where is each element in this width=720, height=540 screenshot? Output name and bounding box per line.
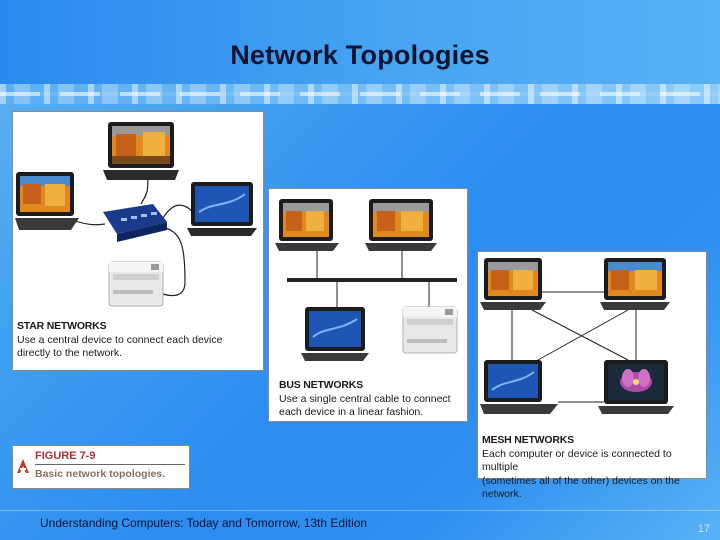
star-network-diagram bbox=[15, 122, 257, 307]
decorative-band bbox=[0, 84, 720, 104]
laptop-icon bbox=[275, 199, 339, 251]
bus-network-panel: BUS NETWORKS Use a single central cable … bbox=[268, 188, 468, 422]
printer-icon bbox=[108, 261, 164, 307]
footer-source: Understanding Computers: Today and Tomor… bbox=[40, 516, 368, 530]
laptop-icon bbox=[600, 258, 670, 310]
mesh-cables bbox=[511, 291, 637, 403]
laptop-icon bbox=[598, 360, 674, 414]
mesh-network-diagram bbox=[480, 258, 674, 414]
laptop-icon bbox=[103, 122, 179, 180]
slide-title: Network Topologies bbox=[230, 40, 490, 70]
title-bar bbox=[0, 0, 720, 84]
laptop-icon bbox=[15, 172, 79, 230]
mesh-description-line2: (sometimes all of the other) devices on … bbox=[482, 474, 680, 501]
figure-label: FIGURE 7-9 bbox=[35, 450, 96, 462]
bus-caption: BUS NETWORKS Use a single central cable … bbox=[279, 379, 451, 420]
laptop-icon bbox=[301, 307, 369, 361]
mesh-network-panel: MESH NETWORKS Each computer or device is… bbox=[477, 251, 707, 500]
star-cable-right bbox=[162, 204, 194, 219]
laptop-icon bbox=[480, 258, 546, 310]
mesh-description-line1: Each computer or device is connected to … bbox=[482, 447, 672, 474]
publisher-logo-icon bbox=[17, 459, 29, 473]
page-number: 17 bbox=[697, 523, 710, 535]
bus-description-line2: each device in a linear fashion. bbox=[279, 406, 424, 418]
bus-heading: BUS NETWORKS bbox=[279, 379, 363, 391]
printer-icon bbox=[402, 306, 458, 354]
mesh-caption: MESH NETWORKS Each computer or device is… bbox=[482, 434, 706, 502]
star-heading: STAR NETWORKS bbox=[17, 320, 107, 332]
bus-drops bbox=[316, 251, 430, 307]
laptop-icon bbox=[365, 199, 437, 251]
star-description-line2: directly to the network. bbox=[17, 347, 123, 359]
star-network-panel: STAR NETWORKS Use a central device to co… bbox=[12, 111, 264, 371]
figure-caption-box: FIGURE 7-9 Basic network topologies. bbox=[12, 445, 190, 489]
bus-description-line1: Use a single central cable to connect bbox=[279, 392, 451, 405]
mesh-heading: MESH NETWORKS bbox=[482, 434, 574, 446]
figure-divider bbox=[35, 464, 185, 465]
laptop-icon bbox=[187, 182, 257, 236]
footer-divider bbox=[0, 510, 720, 511]
star-cable-left bbox=[72, 219, 106, 226]
star-caption: STAR NETWORKS Use a central device to co… bbox=[17, 320, 222, 361]
figure-description: Basic network topologies. bbox=[35, 468, 166, 480]
bus-cable bbox=[287, 278, 457, 282]
bus-network-diagram bbox=[275, 199, 458, 361]
hub-icon bbox=[103, 204, 167, 242]
laptop-icon bbox=[480, 360, 558, 414]
star-cable-printer bbox=[162, 227, 186, 297]
star-description-line1: Use a central device to connect each dev… bbox=[17, 333, 223, 346]
